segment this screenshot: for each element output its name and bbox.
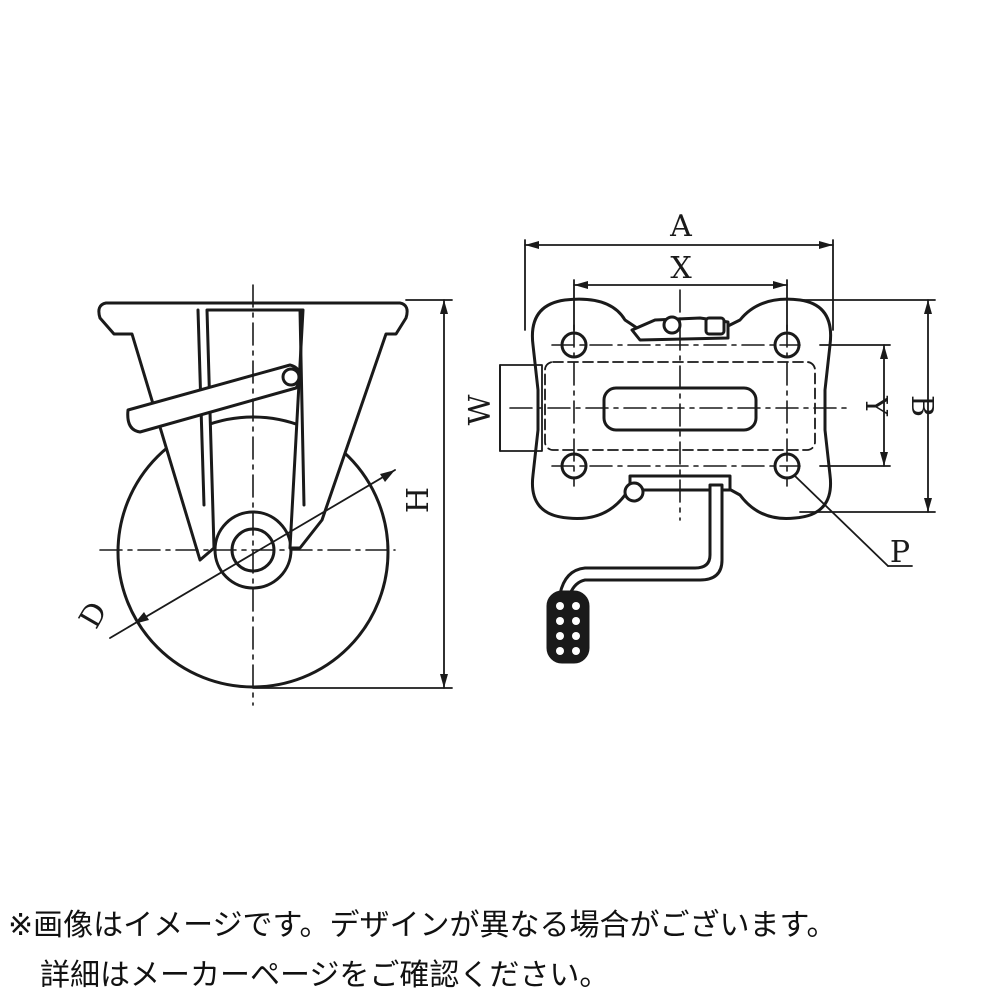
- side-view: [97, 284, 453, 706]
- label-W: W: [463, 394, 498, 425]
- bolt-hole-leader: [794, 475, 889, 567]
- label-Y: Y: [858, 395, 893, 417]
- label-H: H: [401, 487, 436, 513]
- disclaimer-line-1: ※画像はイメージです。デザインが異なる場合がございます。: [8, 908, 837, 943]
- label-P: P: [890, 535, 910, 570]
- hidden-fork-outline: [544, 361, 816, 451]
- caster-technical-drawing: H D A X B Y W P: [73, 209, 939, 706]
- label-A: A: [669, 209, 692, 244]
- label-X: X: [670, 251, 692, 286]
- disclaimer-line-2: 詳細はメーカーページをご確認ください。: [40, 958, 610, 993]
- brake-lever: [126, 363, 302, 434]
- diameter-line: [109, 469, 396, 639]
- label-B: B: [904, 395, 939, 417]
- brake-pedal: [546, 590, 590, 664]
- label-D: D: [73, 596, 115, 634]
- fork-bracket: [97, 301, 409, 562]
- top-view: [499, 239, 936, 664]
